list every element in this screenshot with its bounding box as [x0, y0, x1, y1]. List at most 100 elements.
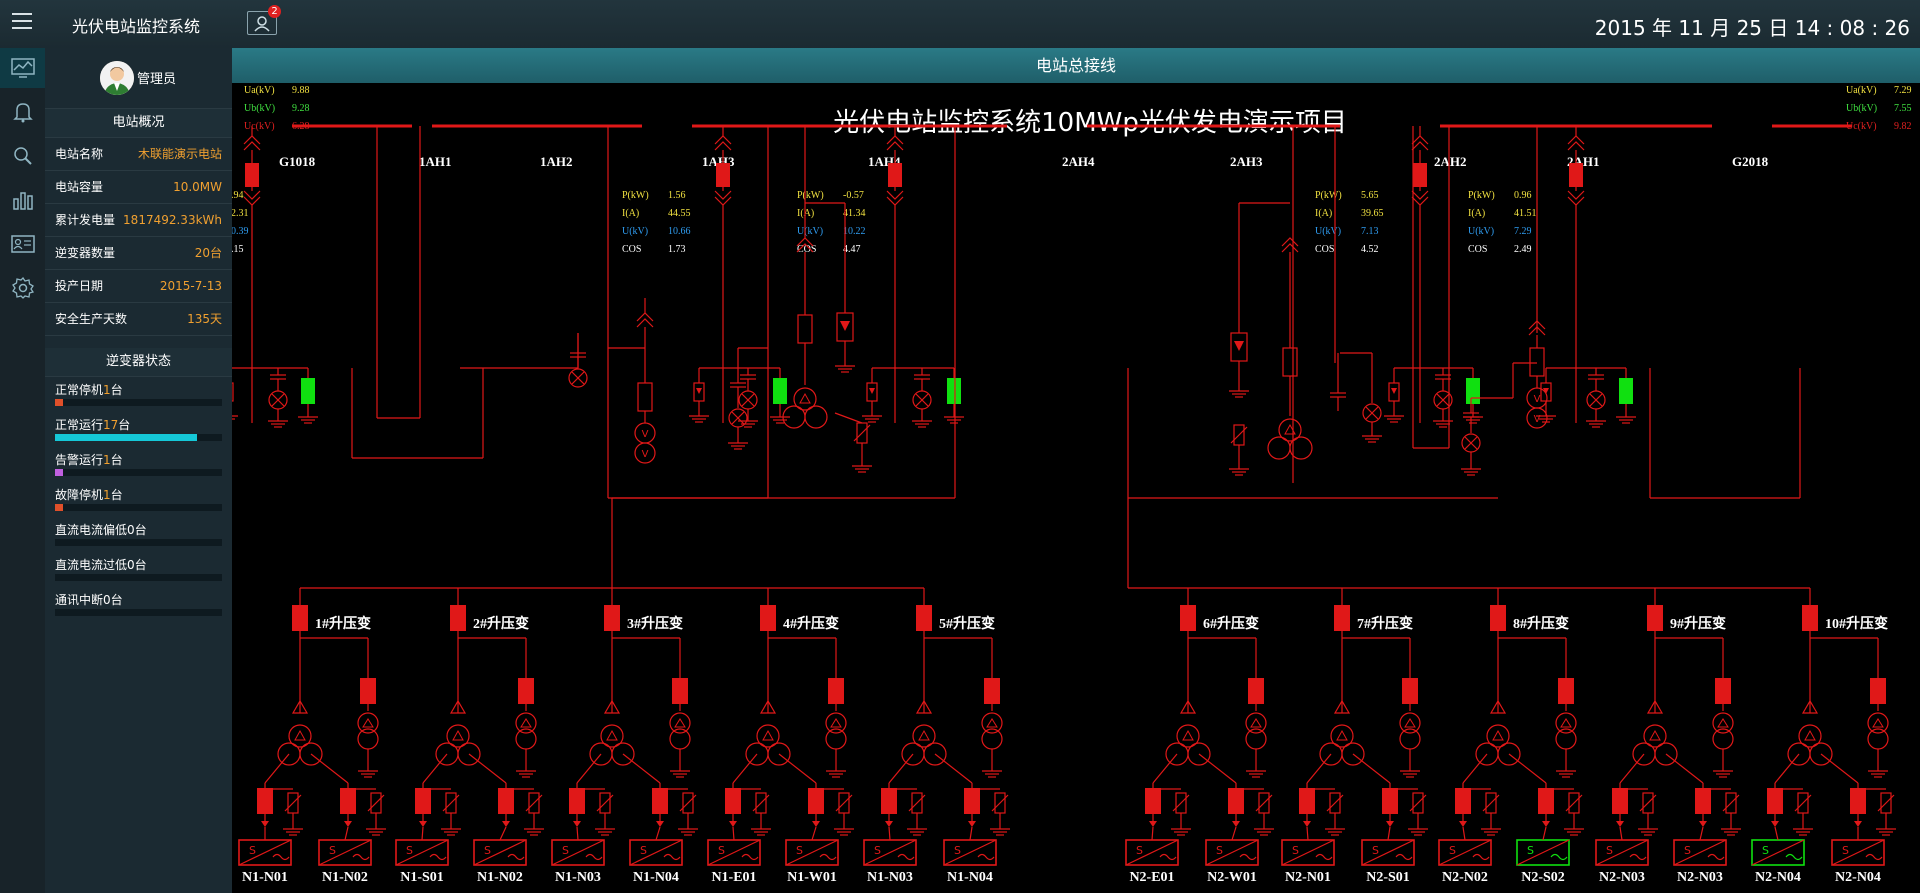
measurement-label: U(kV)	[1315, 226, 1341, 237]
inverter-symbol: S	[1684, 844, 1691, 857]
status-ok-indicator	[1619, 378, 1633, 404]
feeder-breaker	[888, 163, 902, 187]
transformer-name: 3#升压变	[627, 615, 683, 632]
disconnector	[796, 243, 814, 253]
inverter-symbol: S	[562, 844, 569, 857]
transformer-terminal	[1179, 699, 1197, 714]
inverter-status-label: 正常停机1台	[55, 381, 123, 398]
status-progress-fill	[55, 399, 64, 406]
fuse	[797, 314, 813, 344]
delta-symbol	[1872, 718, 1884, 728]
top-bar: 光伏电站监控系统 2 2015 年 11 月 25 日 14 : 08 : 26	[0, 0, 1920, 48]
transformer-name: 7#升压变	[1357, 615, 1413, 632]
disconnector	[714, 190, 732, 200]
delta-symbol	[1284, 423, 1296, 435]
transformer-breaker	[760, 605, 776, 631]
wire	[1751, 839, 1805, 866]
chart-icon[interactable]	[0, 48, 45, 88]
wire	[707, 839, 761, 866]
inverter-name: N1-N04	[947, 870, 993, 885]
feeder-breaker	[1569, 163, 1583, 187]
wire	[1387, 826, 1391, 841]
inverter-status-row[interactable]: 通讯中断0台	[45, 587, 232, 622]
transformer-winding	[1643, 724, 1667, 748]
transformer-winding	[1712, 728, 1734, 750]
transformer-winding	[299, 742, 323, 766]
wire	[732, 826, 735, 841]
transformer-winding	[1712, 712, 1734, 734]
lv-breaker	[1145, 788, 1161, 814]
transformer-winding	[1341, 742, 1365, 766]
wire	[1831, 839, 1885, 866]
wire	[732, 753, 758, 784]
measurement-label: P(kW)	[1468, 190, 1495, 201]
overview-value: 1817492.33kWh	[123, 213, 222, 227]
inverter-status-row[interactable]: 故障停机1台	[45, 482, 232, 517]
lv-breaker	[1695, 788, 1711, 814]
disconnector	[243, 190, 261, 200]
transformer-winding	[767, 742, 791, 766]
delta-symbol	[362, 718, 374, 728]
inverter-status-row[interactable]: 正常停机1台	[45, 377, 232, 412]
feeder-breaker	[716, 163, 730, 187]
wire	[1542, 826, 1547, 841]
inverter-status-row[interactable]: 直流电流过低0台	[45, 552, 232, 587]
inverter-symbol: S	[796, 844, 803, 857]
lv-breaker	[964, 788, 980, 814]
inverter-name: N2-W01	[1207, 870, 1257, 885]
wire	[473, 839, 527, 866]
inverter-status-row[interactable]: 正常运行17台	[45, 412, 232, 447]
transformer-name: 4#升压变	[783, 615, 839, 632]
measurement-value: 2.15	[232, 244, 244, 255]
lv-breaker	[1612, 788, 1628, 814]
disconnector	[1567, 190, 1585, 200]
inverter-name: N2-S01	[1366, 870, 1410, 885]
wire	[778, 753, 817, 784]
wire	[853, 424, 871, 442]
measurement-label: P(kW)	[1315, 190, 1342, 201]
bell-icon[interactable]	[0, 92, 45, 132]
bar-chart-icon[interactable]	[0, 180, 45, 220]
status-progress-fill	[55, 504, 64, 511]
ac-symbol	[1785, 853, 1803, 861]
inverter-status-row[interactable]: 告警运行1台	[45, 447, 232, 482]
status-unit: 台	[118, 418, 131, 432]
feeder-breaker	[1413, 163, 1427, 187]
id-card-icon[interactable]	[0, 224, 45, 264]
transformer-name: 8#升压变	[1513, 615, 1569, 632]
gear-icon[interactable]	[0, 268, 45, 308]
overview-label: 电站容量	[55, 180, 104, 194]
ac-symbol	[663, 853, 681, 861]
delta-symbol	[1250, 718, 1262, 728]
lv-breaker	[1455, 788, 1471, 814]
search-icon[interactable]	[0, 136, 45, 176]
transformer-breaker	[1647, 605, 1663, 631]
measurement-value: 41.51	[1514, 208, 1537, 219]
transformer-winding	[981, 712, 1003, 734]
measurement-value: 1.73	[668, 244, 686, 255]
cabinet-name: G2018	[1732, 154, 1769, 169]
hamburger-menu-icon[interactable]	[12, 13, 32, 29]
status-progress-bar	[55, 574, 222, 581]
status-text: 直流电流偏低0台	[55, 523, 147, 537]
ac-symbol	[429, 853, 447, 861]
bus-voltage-label: Ub(kV)	[1846, 103, 1877, 114]
transformer-name: 9#升压变	[1670, 615, 1726, 632]
cabinet-name: 1AH2	[540, 154, 573, 169]
wire	[1462, 753, 1488, 784]
overview-label: 电站名称	[55, 147, 104, 161]
wire	[318, 839, 372, 866]
user-alarm-icon[interactable]	[247, 11, 277, 35]
flow-arrow	[344, 821, 352, 827]
wire	[863, 839, 917, 866]
delta-symbol	[452, 729, 464, 741]
wire	[1774, 826, 1779, 841]
inverter-status-row[interactable]: 直流电流偏低0台	[45, 517, 232, 552]
bus-voltage-label: Ua(kV)	[244, 85, 275, 96]
transformer-name: 1#升压变	[315, 615, 371, 632]
wire	[271, 393, 285, 407]
wire	[908, 794, 926, 812]
disconnector	[243, 135, 261, 145]
wire	[1722, 794, 1740, 812]
fuse	[1529, 347, 1545, 377]
